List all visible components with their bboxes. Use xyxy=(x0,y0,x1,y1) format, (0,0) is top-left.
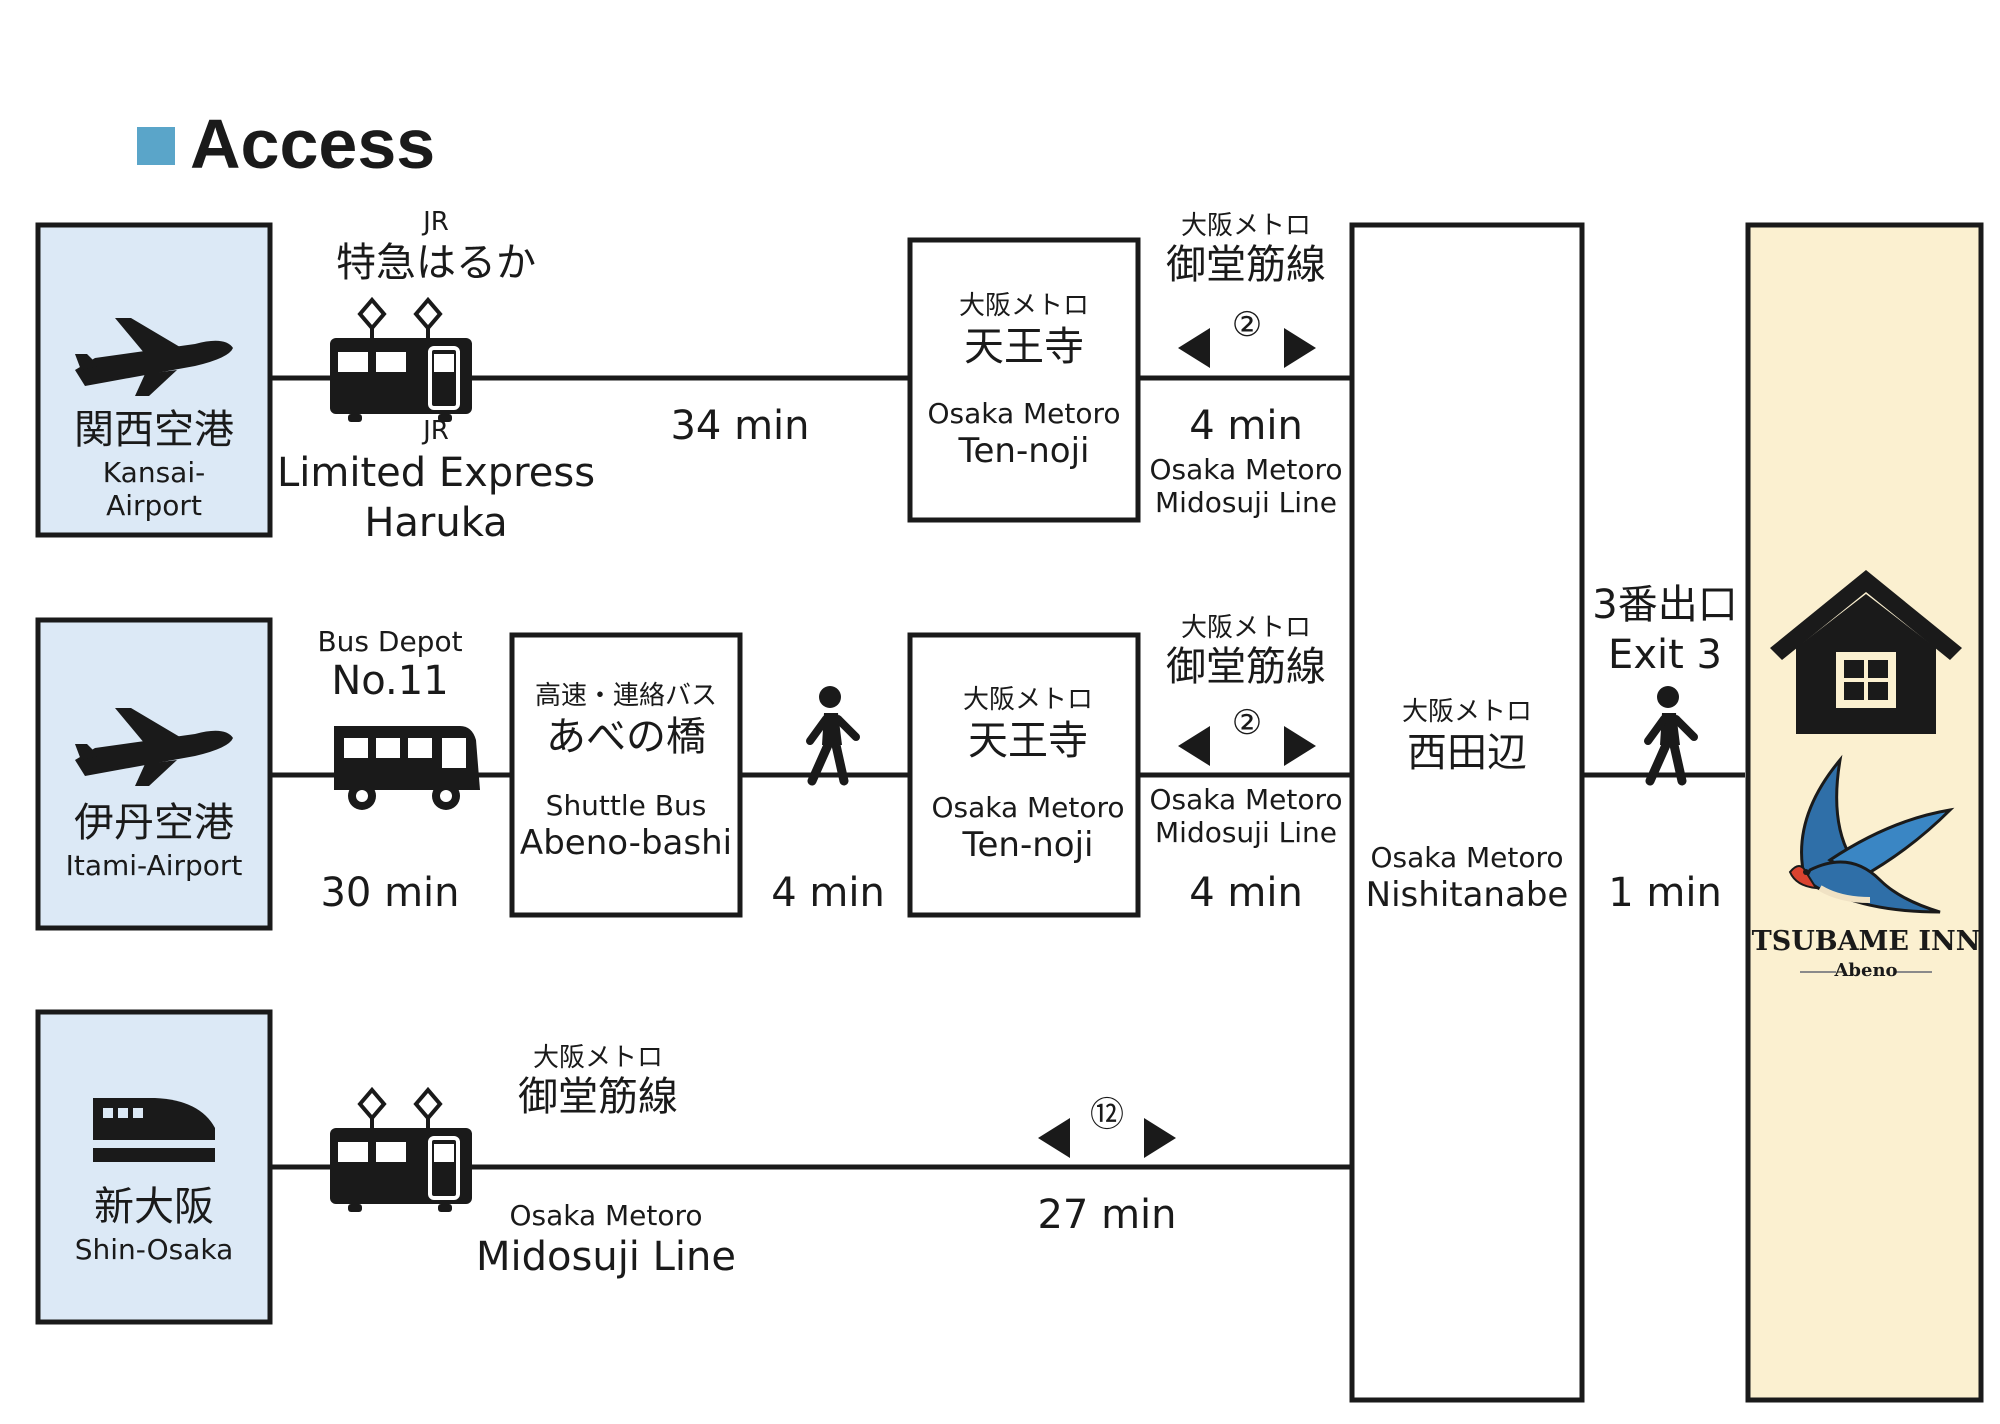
nishitanabe-operator-jp: 大阪メトロ xyxy=(1401,697,1533,727)
route3-line-name-jp: 御堂筋線 xyxy=(518,1074,678,1120)
route2-station-name-jp: 天王寺 xyxy=(968,718,1088,764)
kansai-airport-name-jp: 関西空港 xyxy=(74,407,234,453)
airplane-icon xyxy=(75,708,233,786)
route3-line-name-en: Midosuji Line xyxy=(476,1234,736,1280)
nishitanabe-name-en: Nishitanabe xyxy=(1365,875,1569,915)
swallow-logo-icon xyxy=(1788,754,1955,914)
itami-airport-name-jp: 伊丹空港 xyxy=(74,800,234,846)
arrow-right-icon xyxy=(1284,726,1316,766)
route1-line-name-jp: 御堂筋線 xyxy=(1166,242,1326,288)
tennoji-box-route1 xyxy=(907,237,1141,523)
arrow-right-icon xyxy=(1144,1118,1176,1158)
route2-bus-time: 30 min xyxy=(320,870,460,916)
shin-osaka-name-jp: 新大阪 xyxy=(94,1184,214,1230)
house-icon xyxy=(1770,570,1962,734)
route2-line-name-jp: 御堂筋線 xyxy=(1166,644,1326,690)
nishitanabe-operator-en: Osaka Metoro xyxy=(1370,841,1564,874)
route2-line-operator-jp: 大阪メトロ xyxy=(1180,613,1312,643)
route3-line-operator-en: Osaka Metoro xyxy=(509,1199,703,1232)
route1-line-name-en: Midosuji Line xyxy=(1155,486,1337,519)
exit-label-jp: 3番出口 xyxy=(1592,582,1738,628)
hotel-brand-subtitle: Abeno xyxy=(1834,960,1898,981)
route2-bus-depot-number: No.11 xyxy=(331,658,449,704)
arrow-left-icon xyxy=(1038,1118,1070,1158)
nishitanabe-name-jp: 西田辺 xyxy=(1407,730,1527,776)
route1-train-name-jp: 特急はるか xyxy=(336,240,536,286)
route2-metro-time: 4 min xyxy=(1189,870,1303,916)
bus-icon xyxy=(334,726,480,810)
tennoji-box-route2 xyxy=(907,632,1141,918)
nishitanabe-box xyxy=(1349,222,1585,1403)
page-title: Access xyxy=(190,105,436,183)
walking-person-icon xyxy=(1648,686,1694,781)
bullet-train-icon xyxy=(93,1098,215,1162)
exit-walk-time: 1 min xyxy=(1608,870,1722,916)
route1-stop-count: ② xyxy=(1231,305,1263,345)
arrow-right-icon xyxy=(1284,328,1316,368)
arrow-left-icon xyxy=(1178,726,1210,766)
arrow-left-icon xyxy=(1178,328,1210,368)
route1-jr-label-bottom: JR xyxy=(423,416,449,446)
airplane-icon xyxy=(75,318,233,396)
route2-stop-count: ② xyxy=(1231,703,1263,743)
train-icon xyxy=(328,298,474,424)
route1-train-name-en-1: Limited Express xyxy=(276,450,596,496)
route2-line-name-en: Midosuji Line xyxy=(1155,816,1337,849)
shin-osaka-name-en: Shin-Osaka xyxy=(74,1233,234,1266)
route1-station-operator-en: Osaka Metoro xyxy=(927,397,1121,430)
route1-metro-time: 4 min xyxy=(1189,403,1303,449)
route2-bus-stop-jp-top: 高速・連絡バス xyxy=(534,681,718,711)
route1-train-name-en-2: Haruka xyxy=(364,500,508,546)
route1-jr-label-top: JR xyxy=(423,207,449,237)
abeno-bashi-box xyxy=(509,632,743,918)
route1-station-name-jp: 天王寺 xyxy=(964,324,1084,370)
route3-travel-time: 27 min xyxy=(1037,1192,1177,1238)
kansai-airport-name-en-1: Kansai- xyxy=(102,456,206,489)
shin-osaka-box xyxy=(35,1009,273,1325)
route1-line-operator-jp: 大阪メトロ xyxy=(1180,211,1312,241)
route2-walk-time: 4 min xyxy=(771,870,885,916)
route2-bus-stop-jp: あべの橋 xyxy=(546,714,706,760)
walking-person-icon xyxy=(810,686,856,781)
route2-bus-stop-en: Abeno-bashi xyxy=(519,823,733,863)
kansai-airport-name-en-2: Airport xyxy=(106,489,202,522)
route1-station-operator-jp: 大阪メトロ xyxy=(958,291,1090,321)
hotel-brand-name: TSUBAME INN xyxy=(1751,926,1981,957)
route1-station-name-en: Ten-noji xyxy=(958,431,1090,471)
route3-line-operator-jp: 大阪メトロ xyxy=(532,1043,664,1073)
title-square-icon xyxy=(137,127,175,165)
route2-bus-stop-en-top: Shuttle Bus xyxy=(545,789,707,822)
route2-bus-depot-label: Bus Depot xyxy=(317,625,463,658)
exit-label-en: Exit 3 xyxy=(1608,632,1722,678)
itami-airport-name-en: Itami-Airport xyxy=(65,849,243,882)
route1-travel-time: 34 min xyxy=(670,403,810,449)
route2-station-operator-jp: 大阪メトロ xyxy=(962,685,1094,715)
route1-line-operator-en: Osaka Metoro xyxy=(1149,453,1343,486)
route2-station-name-en: Ten-noji xyxy=(962,825,1094,865)
route2-station-operator-en: Osaka Metoro xyxy=(931,791,1125,824)
train-icon xyxy=(328,1088,474,1214)
route3-stop-count: ⑫ xyxy=(1090,1095,1124,1135)
route2-line-operator-en: Osaka Metoro xyxy=(1149,783,1343,816)
